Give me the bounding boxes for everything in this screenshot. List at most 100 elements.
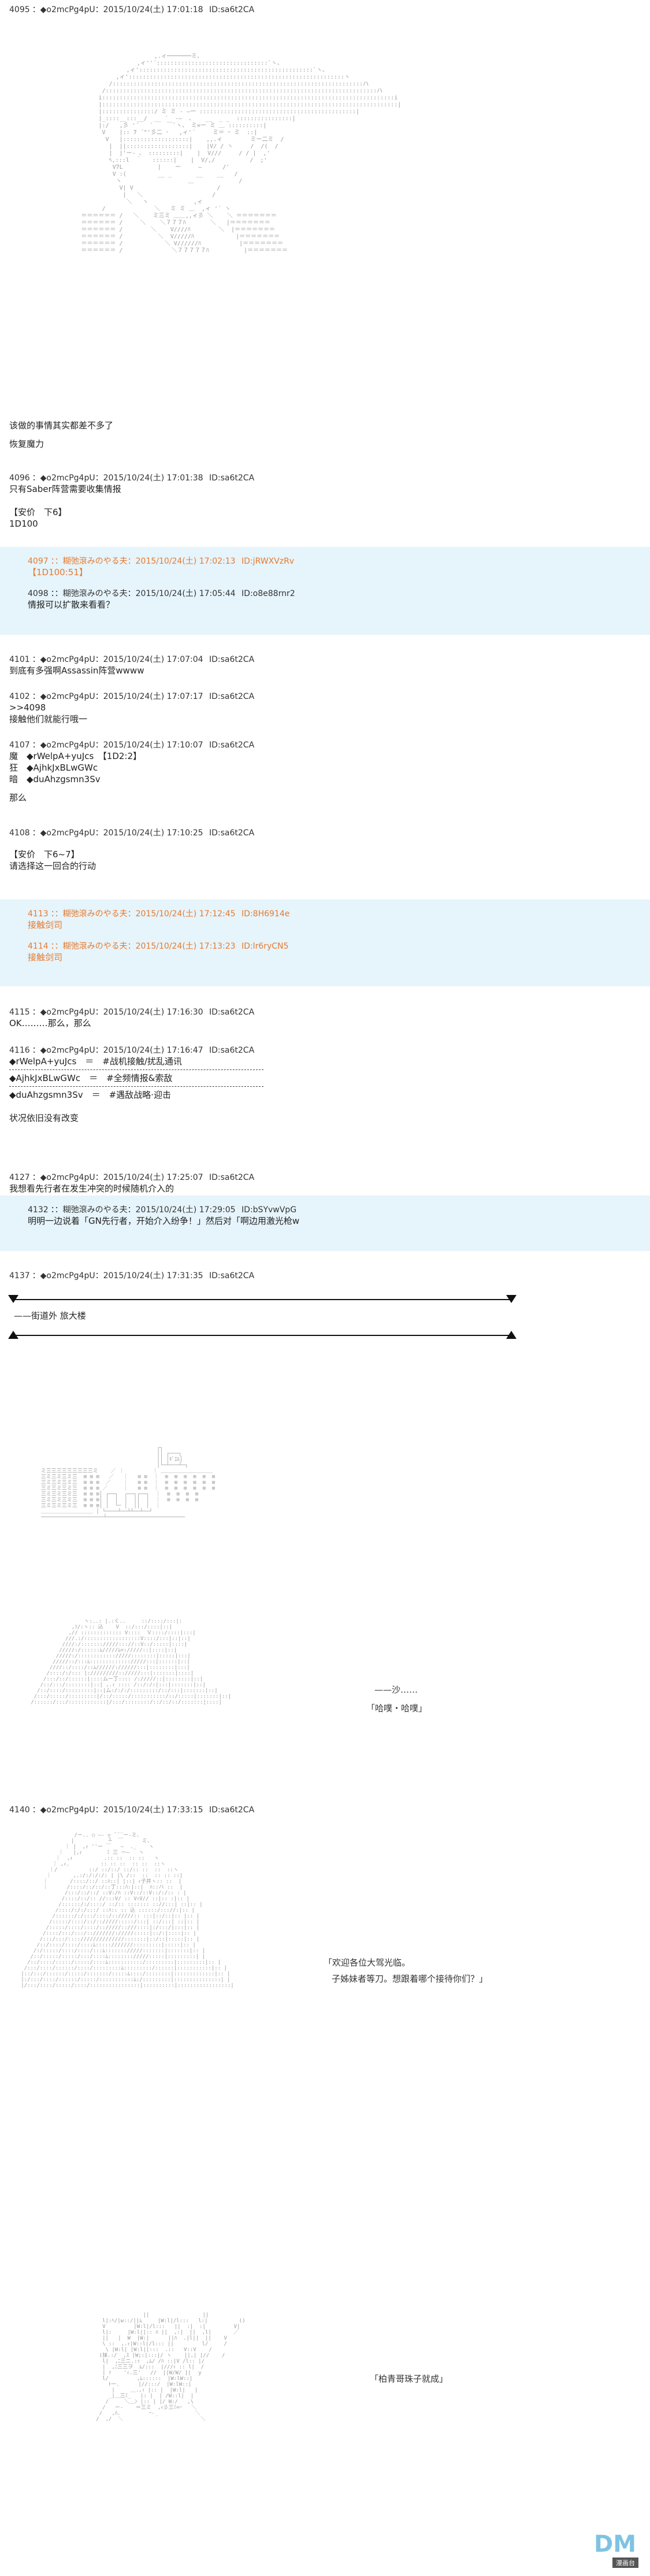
- post-4095-body: 该做的事情其实都差不多了 恢复魔力: [9, 420, 639, 450]
- triangle-up-icon: [506, 1331, 517, 1339]
- post-text: 暗 ◆duAhzgsmn3Sv: [9, 774, 101, 784]
- post-date: 2015/10/24(土) 17:07:04: [103, 655, 203, 664]
- divider: [9, 1086, 263, 1087]
- triangle-down-icon: [506, 1295, 517, 1303]
- highlight-block: 4097：：糊弛滾みのやる夫：2015/10/24(土) 17:02:13 ID…: [0, 547, 650, 635]
- post-date: 2015/10/24(土) 17:31:35: [103, 1271, 203, 1280]
- post-text: 接触剑司: [28, 952, 63, 963]
- poster-id: ID:sa6t2CA: [209, 1271, 255, 1280]
- poster-name: ：糊弛滾みのやる夫: [54, 1205, 128, 1215]
- post-text: 情报可以扩散来看看？: [28, 599, 115, 610]
- post-number: 4108: [9, 828, 30, 838]
- post-text: OK………那么，那么: [9, 1018, 91, 1028]
- post-date: 2015/10/24(土) 17:33:15: [103, 1805, 203, 1815]
- post-link[interactable]: >>4098: [9, 702, 46, 713]
- post-date: 2015/10/24(土) 17:25:07: [103, 1173, 203, 1182]
- post-text: 恢复魔力: [9, 439, 44, 449]
- poster-id: ID:sa6t2CA: [209, 828, 255, 838]
- ascii-art-character-3: /ー.. ○ ―‐ ┬ ¨¨¨ー‐ミ、 | ┴ ￣ ミ、 ｜ | ,ｨ ''ー …: [21, 1833, 234, 1989]
- poster-id: ID:sa6t2CA: [209, 1805, 255, 1815]
- watermark-tag: 漫画台: [612, 2558, 638, 2568]
- post-text: 该做的事情其实都差不多了: [9, 420, 114, 431]
- post-date: 2015/10/24(土) 17:10:07: [103, 741, 203, 750]
- poster-name: ◆o2mcPg4pU: [40, 5, 95, 14]
- post-text: 到底有多强啊Assassin阵营wwww: [9, 665, 144, 676]
- post-header: 4108：◆o2mcPg4pU：2015/10/24(土) 17:10:25 I…: [9, 828, 255, 838]
- post-date: 2015/10/24(土) 17:07:17: [103, 692, 203, 701]
- post-number: 4132: [28, 1205, 49, 1215]
- ascii-art-building: ┌┐ ││ ┌───┐ ││ │ｷﾞｴﾙ│ │└─┴───┴─┐ ミ三三三三三三…: [40, 1445, 216, 1520]
- post-4107: 4107：◆o2mcPg4pU：2015/10/24(土) 17:10:07 I…: [9, 739, 639, 804]
- post-text: 只有Saber阵营需要收集情报: [9, 484, 121, 494]
- ascii-art-character-2: ヽ:..: |.:く.. ::/::::/:::|: ,ｿ/:ヽ:: 込 V :…: [31, 1619, 232, 1705]
- poster-name: ◆o2mcPg4pU: [40, 1173, 95, 1182]
- poster-id: ID:sa6t2CA: [209, 1173, 255, 1182]
- post-header: 4116：◆o2mcPg4pU：2015/10/24(土) 17:16:47 I…: [9, 1046, 255, 1055]
- post-4102: 4102：◆o2mcPg4pU：2015/10/24(土) 17:07:17 I…: [9, 690, 639, 725]
- post-text: ◆duAhzgsmn3Sv ＝ #遇敌战略·迎击: [9, 1090, 171, 1100]
- post-number: 4095: [9, 5, 30, 14]
- post-number: 4113: [28, 909, 49, 919]
- poster-name: ◆o2mcPg4pU: [40, 473, 95, 483]
- post-number: 4096: [9, 473, 30, 483]
- highlight-block: 4132：：糊弛滾みのやる夫：2015/10/24(土) 17:29:05 ID…: [0, 1196, 650, 1251]
- post-header: 4137：◆o2mcPg4pU：2015/10/24(土) 17:31:35 I…: [9, 1271, 255, 1280]
- poster-id: ID:jRWXVzRv: [242, 557, 295, 566]
- post-4115: 4115：◆o2mcPg4pU：2015/10/24(土) 17:16:30 I…: [9, 1006, 639, 1029]
- post-date: 2015/10/24(土) 17:16:30: [103, 1008, 203, 1017]
- post-date: 2015/10/24(土) 17:13:23: [135, 942, 236, 951]
- post-text: 【1D100:51】: [28, 567, 88, 578]
- poster-name: ◆o2mcPg4pU: [40, 1805, 95, 1815]
- poster-id: ID:8H6914e: [242, 909, 290, 919]
- ascii-art-character-4: || || l|:ﾍ/|w::/||ﾑ |W:l|/l::: l:| () V …: [96, 2312, 246, 2422]
- post-text: 接触剑司: [28, 920, 63, 930]
- poster-name: ◆o2mcPg4pU: [40, 828, 95, 838]
- divider: [9, 1069, 263, 1070]
- post-text: 魔 ◆rWelpA+yuJcs 【1D2:2】: [9, 751, 142, 761]
- poster-name: ◆o2mcPg4pU: [40, 741, 95, 750]
- post-text: 状况依旧没有改变: [9, 1113, 79, 1123]
- post-date: 2015/10/24(土) 17:01:38: [103, 473, 203, 483]
- post-number: 4137: [9, 1271, 30, 1280]
- post-header: 4095：◆o2mcPg4pU：2015/10/24(土) 17:01:18 I…: [9, 5, 255, 14]
- post-4137: 4137：◆o2mcPg4pU：2015/10/24(土) 17:31:35 I…: [9, 1270, 639, 1281]
- post-date: 2015/10/24(土) 17:16:47: [103, 1046, 203, 1055]
- post-4140: 4140：◆o2mcPg4pU：2015/10/24(土) 17:33:15 I…: [9, 1804, 639, 1815]
- poster-name: ：糊弛滾みのやる夫: [54, 942, 128, 951]
- poster-id: ID:sa6t2CA: [209, 5, 255, 14]
- post-text: 接触他们就能行哦一: [9, 714, 88, 724]
- scene-location: ——街道外 旅大楼: [14, 1311, 86, 1321]
- poster-id: ID:o8e88rnr2: [242, 589, 295, 598]
- poster-name: ：糊弛滾みのやる夫: [54, 589, 128, 598]
- triangle-down-icon: [8, 1295, 18, 1303]
- post-text: ◆AjhkJxBLwGWc ＝ #全频情报&索敌: [9, 1073, 173, 1083]
- post-text: ◆rWelpA+yuJcs ＝ #战机接触/扰乱通讯: [9, 1056, 182, 1067]
- speech-bubble: 「哈噗・哈噗」: [366, 1703, 428, 1713]
- poster-id: ID:sa6t2CA: [209, 741, 255, 750]
- poster-id: ID:bSYvwVpG: [242, 1205, 297, 1215]
- watermark: DM 漫画台: [581, 2527, 638, 2568]
- post-header: 4140：◆o2mcPg4pU：2015/10/24(土) 17:33:15 I…: [9, 1805, 255, 1815]
- post-header: 4114：：糊弛滾みのやる夫：2015/10/24(土) 17:13:23 ID…: [28, 942, 289, 951]
- post-number: 4098: [28, 589, 49, 598]
- post-4101: 4101：◆o2mcPg4pU：2015/10/24(土) 17:07:04 I…: [9, 653, 639, 676]
- post-text: 明明一边说着「GN先行者，开始介入纷争！」然后对「啊边用激光枪w: [28, 1216, 300, 1226]
- post-4116: 4116：◆o2mcPg4pU：2015/10/24(土) 17:16:47 I…: [9, 1044, 639, 1124]
- post-date: 2015/10/24(土) 17:29:05: [135, 1205, 236, 1215]
- poster-id: ID:sa6t2CA: [209, 1046, 255, 1055]
- watermark-logo: DM: [593, 2531, 636, 2558]
- post-header: 4096：◆o2mcPg4pU：2015/10/24(土) 17:01:38 I…: [9, 473, 255, 483]
- post-4096: 4096：◆o2mcPg4pU：2015/10/24(土) 17:01:38 I…: [9, 472, 639, 530]
- post-number: 4114: [28, 942, 49, 951]
- post-number: 4102: [9, 692, 30, 701]
- post-text: 狂 ◆AjhkJxBLwGWc: [9, 763, 98, 773]
- post-text: 1D100: [9, 519, 38, 529]
- post-date: 2015/10/24(土) 17:10:25: [103, 828, 203, 838]
- post-number: 4140: [9, 1805, 30, 1815]
- poster-name: ：糊弛滾みのやる夫: [54, 557, 128, 566]
- poster-id: ID:sa6t2CA: [209, 692, 255, 701]
- post-text: 那么: [9, 793, 27, 803]
- post-4127: 4127：◆o2mcPg4pU：2015/10/24(土) 17:25:07 I…: [9, 1171, 639, 1194]
- poster-id: ID:sa6t2CA: [209, 1008, 255, 1017]
- poster-id: ID:sa6t2CA: [209, 473, 255, 483]
